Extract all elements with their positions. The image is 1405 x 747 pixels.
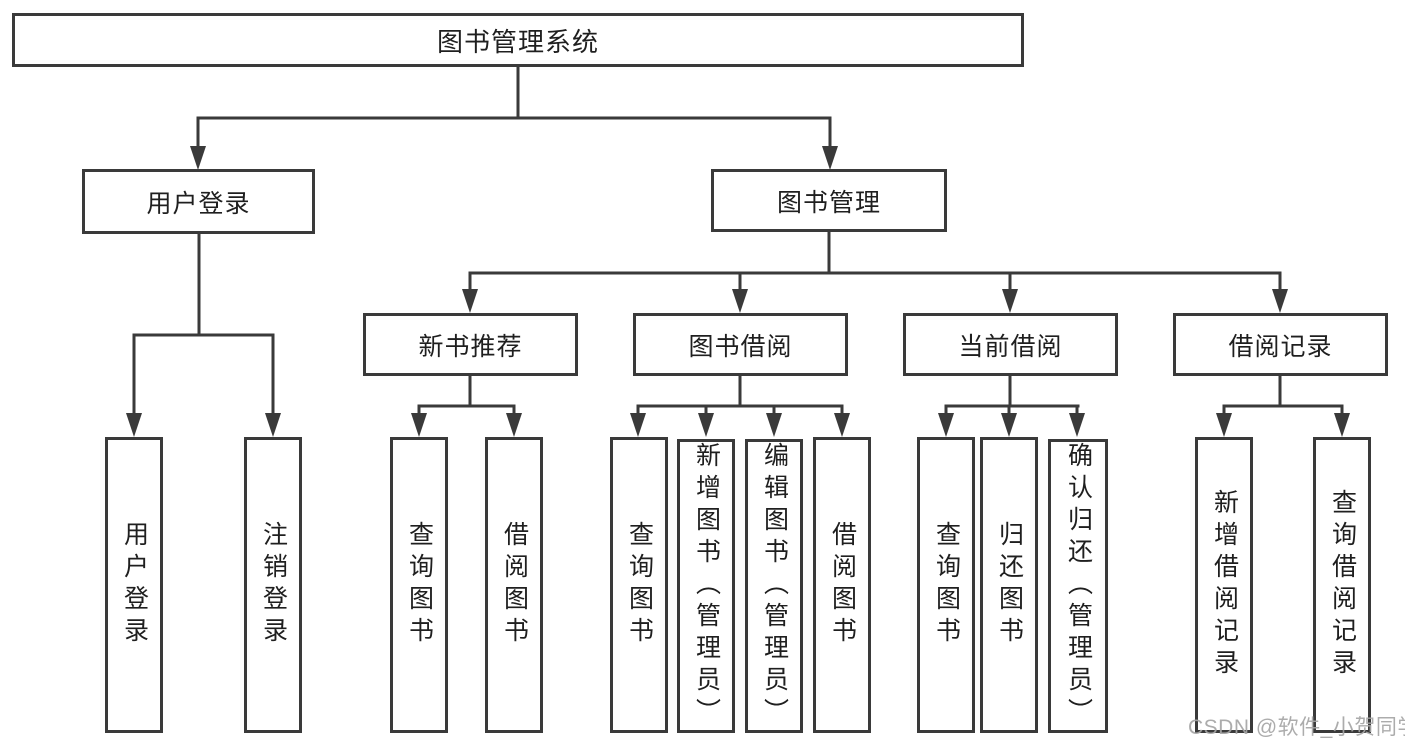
node-label: 图书管理	[776, 188, 881, 217]
arrow-down-icon	[265, 413, 281, 437]
node-label: 新增图书（管理员）	[692, 442, 721, 730]
arrow-down-icon	[698, 413, 714, 437]
arrow-down-icon	[1002, 289, 1018, 313]
node-borrow-books-recommend: 借阅图书	[485, 437, 543, 733]
arrow-down-icon	[834, 413, 850, 437]
node-user-login: 用户登录	[105, 437, 163, 733]
node-label: 注销登录	[259, 521, 288, 649]
node-label: 图书管理系统	[436, 26, 599, 57]
node-label: 归还图书	[995, 521, 1024, 649]
arrow-down-icon	[630, 413, 646, 437]
csdn-watermark: CSDN @软件_小贺同学	[1188, 716, 1405, 739]
node-label: 新增借阅记录	[1210, 489, 1239, 681]
arrow-down-icon	[1272, 289, 1288, 313]
node-label: 新书推荐	[418, 332, 523, 361]
node-add-borrow-record: 新增借阅记录	[1195, 437, 1253, 733]
arrow-down-icon	[411, 413, 427, 437]
node-label: 用户登录	[146, 189, 251, 218]
node-library-management-system: 图书管理系统	[12, 13, 1024, 67]
node-query-books-current: 查询图书	[917, 437, 975, 733]
arrow-down-icon	[126, 413, 142, 437]
arrow-down-icon	[938, 413, 954, 437]
arrow-down-icon	[506, 413, 522, 437]
node-edit-books-admin: 编辑图书（管理员）	[745, 439, 803, 733]
node-label: 编辑图书（管理员）	[760, 442, 789, 730]
node-add-books-admin: 新增图书（管理员）	[677, 439, 735, 733]
arrow-down-icon	[822, 146, 838, 170]
node-user-login-branch: 用户登录	[82, 169, 315, 234]
arrow-down-icon	[766, 413, 782, 437]
node-query-books-borrow: 查询图书	[610, 437, 668, 733]
node-label: 借阅记录	[1228, 332, 1333, 361]
node-label: 图书借阅	[688, 332, 793, 361]
node-label: 确认归还（管理员）	[1064, 442, 1093, 730]
node-borrow-books: 借阅图书	[813, 437, 871, 733]
node-logout: 注销登录	[244, 437, 302, 733]
node-label: 借阅图书	[828, 521, 857, 649]
arrow-down-icon	[190, 146, 206, 170]
node-label: 查询图书	[625, 521, 654, 649]
arrow-down-icon	[462, 289, 478, 313]
node-confirm-return-admin: 确认归还（管理员）	[1048, 439, 1108, 733]
node-query-books-recommend: 查询图书	[390, 437, 448, 733]
node-label: 查询图书	[405, 521, 434, 649]
arrow-down-icon	[1069, 413, 1085, 437]
node-label: 当前借阅	[958, 332, 1063, 361]
node-label: 用户登录	[120, 521, 149, 649]
node-query-borrow-record: 查询借阅记录	[1313, 437, 1371, 733]
node-label: 借阅图书	[500, 521, 529, 649]
arrow-down-icon	[1001, 413, 1017, 437]
arrow-down-icon	[1334, 413, 1350, 437]
node-book-borrow: 图书借阅	[633, 313, 848, 376]
node-return-books: 归还图书	[980, 437, 1038, 733]
node-current-borrow: 当前借阅	[903, 313, 1118, 376]
node-label: 查询图书	[932, 521, 961, 649]
node-borrow-records: 借阅记录	[1173, 313, 1388, 376]
arrow-down-icon	[1216, 413, 1232, 437]
node-new-book-recommend: 新书推荐	[363, 313, 578, 376]
node-book-management: 图书管理	[711, 169, 947, 232]
arrow-down-icon	[732, 289, 748, 313]
node-label: 查询借阅记录	[1328, 489, 1357, 681]
